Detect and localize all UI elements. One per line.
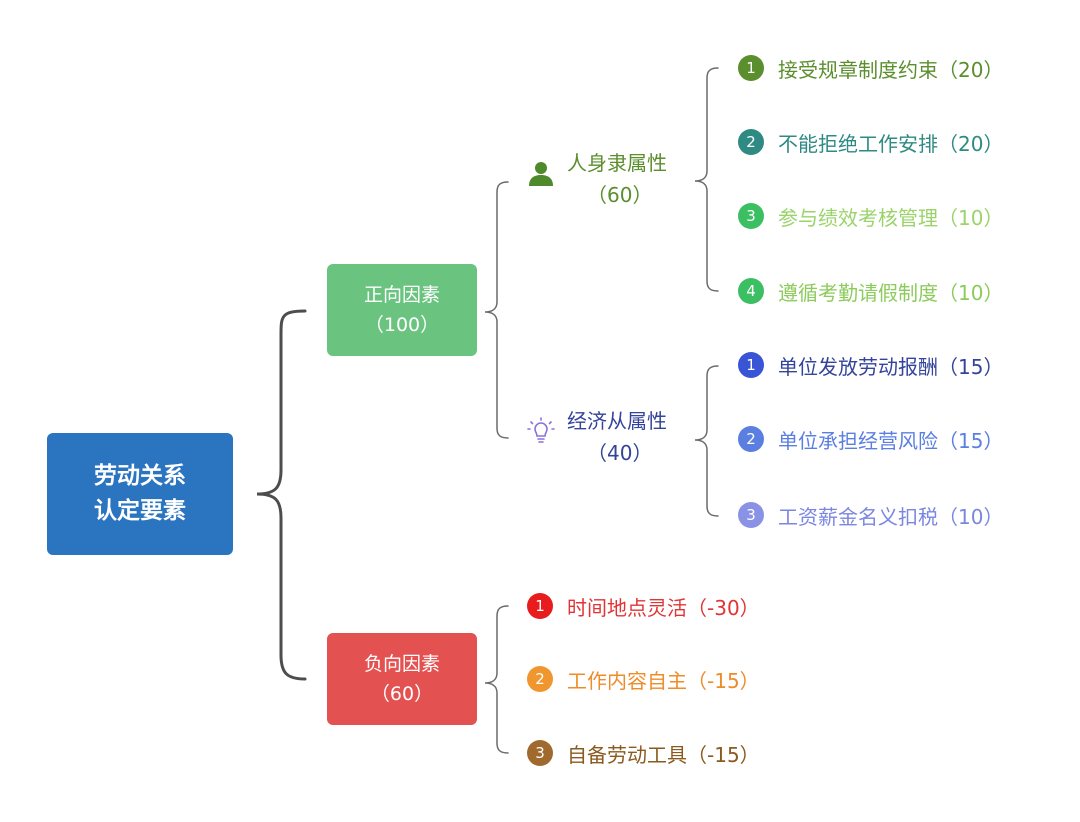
personal-title: 人身隶属性: [567, 151, 667, 175]
personal-item-2[interactable]: 2 不能拒绝工作安排（20）: [738, 128, 1003, 156]
number-badge-2: 2: [527, 666, 553, 692]
item-text: 工资薪金名义扣税（10）: [778, 504, 1004, 529]
negative-item-2[interactable]: 2 工作内容自主（-15）: [527, 665, 760, 693]
economic-subordination-node[interactable]: 经济从属性 （40）: [527, 405, 692, 471]
item-text: 工作内容自主（-15）: [567, 668, 760, 693]
item-text: 自备劳动工具（-15）: [567, 742, 760, 767]
personal-subordination-node[interactable]: 人身隶属性 （60）: [527, 147, 692, 213]
lightbulb-icon: [527, 417, 555, 443]
item-text: 单位发放劳动报酬（15）: [778, 354, 1004, 379]
number-badge-4: 4: [738, 278, 764, 304]
number-badge-3: 3: [738, 203, 764, 229]
number-badge-3: 3: [738, 502, 764, 528]
item-text: 遵循考勤请假制度（10）: [778, 280, 1004, 305]
economic-item-2[interactable]: 2 单位承担经营风险（15）: [738, 425, 1003, 453]
economic-item-1[interactable]: 1 单位发放劳动报酬（15）: [738, 351, 1003, 379]
positive-brace: [484, 181, 509, 439]
negative-title: 负向因素: [363, 653, 440, 675]
number-badge-2: 2: [738, 129, 764, 155]
economic-score: （40）: [587, 441, 653, 465]
root-brace: [256, 309, 307, 681]
personal-score: （60）: [587, 183, 653, 207]
positive-score: （100）: [364, 314, 440, 336]
negative-brace: [484, 605, 509, 754]
positive-factors-node[interactable]: 正向因素 （100）: [327, 264, 477, 356]
number-badge-1: 1: [738, 55, 764, 81]
item-text: 接受规章制度约束（20）: [778, 57, 1004, 82]
personal-item-4[interactable]: 4 遵循考勤请假制度（10）: [738, 277, 1003, 305]
number-badge-2: 2: [738, 426, 764, 452]
economic-title: 经济从属性: [567, 409, 667, 433]
item-text: 单位承担经营风险（15）: [778, 428, 1004, 453]
item-text: 时间地点灵活（-30）: [567, 595, 760, 620]
number-badge-1: 1: [527, 593, 553, 619]
economic-brace: [694, 365, 719, 517]
root-title-line1: 劳动关系: [94, 463, 186, 489]
economic-item-3[interactable]: 3 工资薪金名义扣税（10）: [738, 501, 1003, 529]
personal-item-3[interactable]: 3 参与绩效考核管理（10）: [738, 202, 1003, 230]
root-title-line2: 认定要素: [94, 498, 186, 524]
negative-item-1[interactable]: 1 时间地点灵活（-30）: [527, 592, 760, 620]
personal-brace: [694, 67, 719, 292]
negative-score: （60）: [370, 683, 434, 705]
number-badge-1: 1: [738, 352, 764, 378]
positive-title: 正向因素: [363, 284, 440, 306]
person-icon: [529, 162, 553, 186]
item-text: 参与绩效考核管理（10）: [778, 205, 1004, 230]
personal-item-1[interactable]: 1 接受规章制度约束（20）: [738, 54, 1003, 82]
root-node[interactable]: 劳动关系 认定要素: [47, 433, 233, 555]
item-text: 不能拒绝工作安排（20）: [778, 131, 1004, 156]
negative-factors-node[interactable]: 负向因素 （60）: [327, 633, 477, 725]
negative-item-3[interactable]: 3 自备劳动工具（-15）: [527, 739, 760, 767]
number-badge-3: 3: [527, 740, 553, 766]
